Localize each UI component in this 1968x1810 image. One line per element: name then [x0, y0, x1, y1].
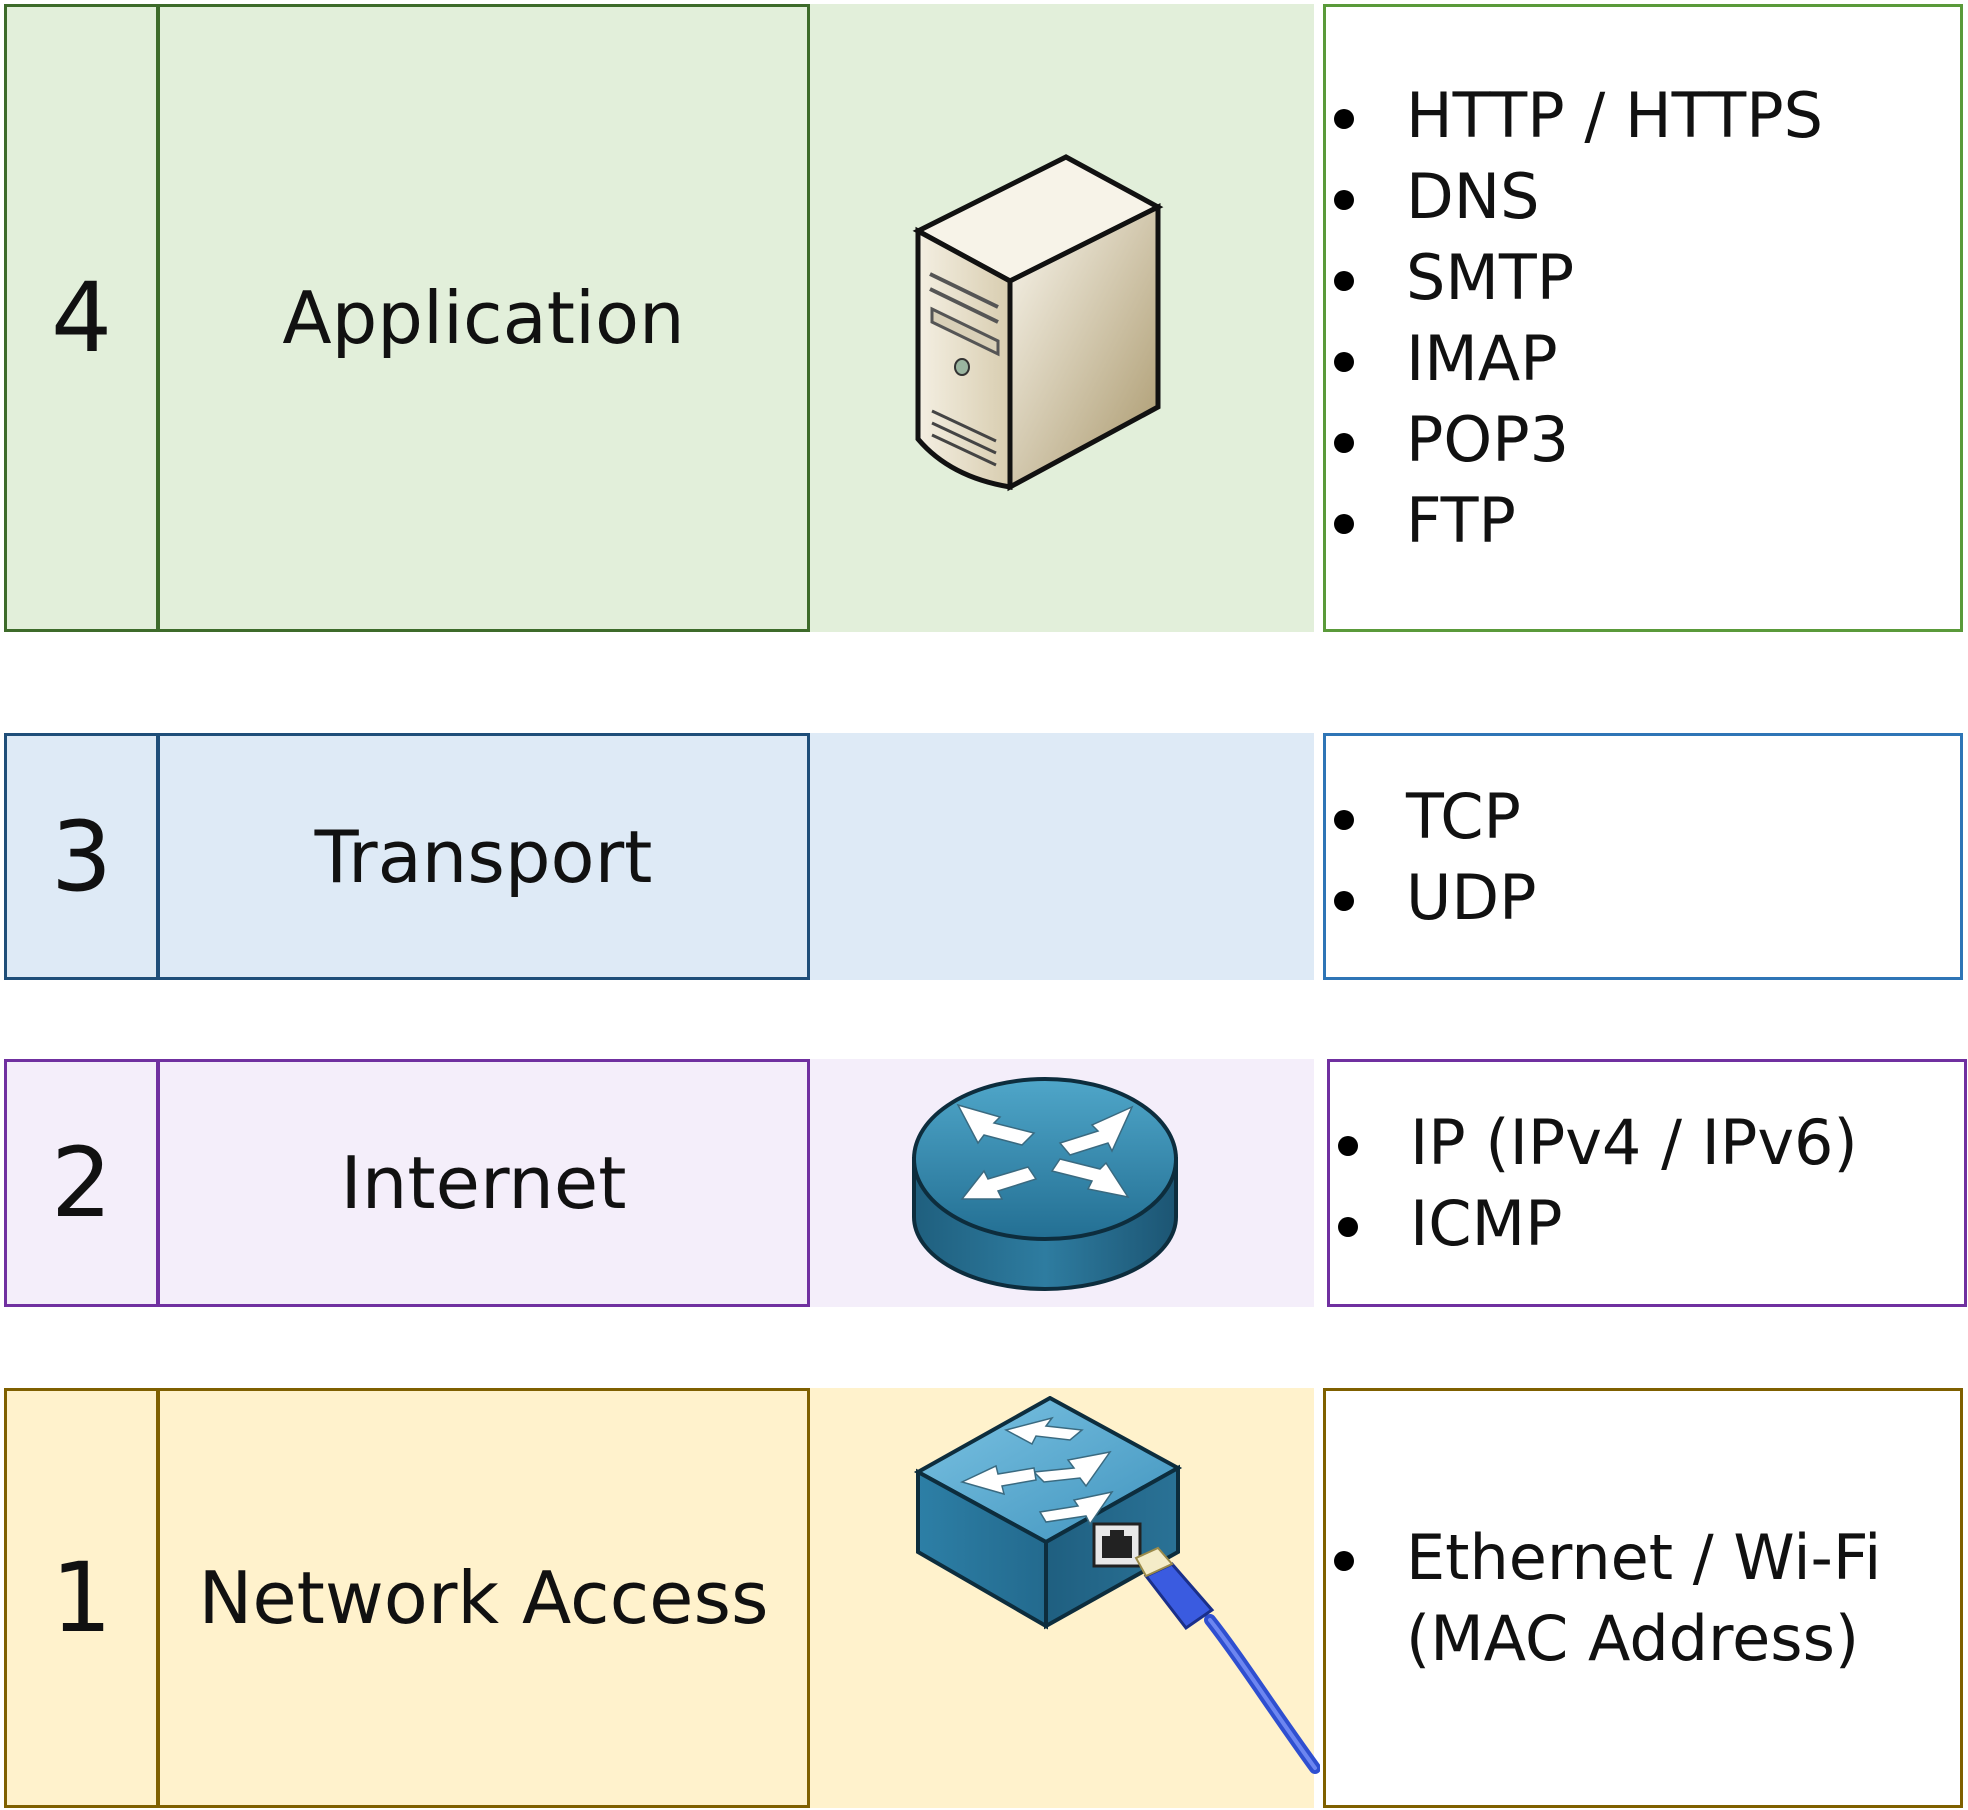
- protocol-item: IMAP: [1334, 318, 1823, 399]
- server-icon: [912, 154, 1164, 492]
- layer-internet: 2 Internet IP (IPv4 / IPv6) ICMP: [0, 1059, 1968, 1307]
- protocol-item: Ethernet / Wi-Fi (MAC Address): [1334, 1517, 1926, 1679]
- protocol-item: POP3: [1334, 399, 1823, 480]
- protocol-list: Ethernet / Wi-Fi (MAC Address): [1326, 1517, 1946, 1679]
- router-icon: [912, 1077, 1178, 1291]
- layer-name: Transport: [157, 733, 810, 980]
- layer-number: 1: [4, 1388, 159, 1808]
- layer-transport: 3 Transport TCP UDP: [0, 733, 1968, 980]
- protocol-item: TCP: [1334, 776, 1537, 857]
- protocol-item: FTP: [1334, 480, 1823, 561]
- layer-name: Internet: [157, 1059, 810, 1307]
- layer-number: 2: [4, 1059, 159, 1307]
- protocol-list: HTTP / HTTPS DNS SMTP IMAP POP3 FTP: [1326, 75, 1823, 561]
- protocol-item: SMTP: [1334, 237, 1823, 318]
- protocol-list: IP (IPv4 / IPv6) ICMP: [1330, 1102, 1858, 1264]
- layer-name: Application: [157, 4, 810, 632]
- layer-number: 3: [4, 733, 159, 980]
- protocol-box: Ethernet / Wi-Fi (MAC Address): [1323, 1388, 1963, 1808]
- protocol-item: DNS: [1334, 156, 1823, 237]
- layer-band: [4, 733, 1314, 980]
- layer-network-access: 1 Network Access: [0, 1388, 1968, 1808]
- layer-number: 4: [4, 4, 159, 632]
- protocol-list: TCP UDP: [1326, 776, 1537, 938]
- layer-name: Network Access: [157, 1388, 810, 1808]
- protocol-box: IP (IPv4 / IPv6) ICMP: [1327, 1059, 1967, 1307]
- protocol-item: HTTP / HTTPS: [1334, 75, 1823, 156]
- switch-icon: [913, 1396, 1320, 1774]
- layer-application: 4 Application HTTP / HTTPS DNS SMTP IMAP…: [0, 4, 1968, 632]
- protocol-item: ICMP: [1338, 1183, 1858, 1264]
- protocol-item: IP (IPv4 / IPv6): [1338, 1102, 1858, 1183]
- protocol-box: TCP UDP: [1323, 733, 1963, 980]
- protocol-box: HTTP / HTTPS DNS SMTP IMAP POP3 FTP: [1323, 4, 1963, 632]
- protocol-item: UDP: [1334, 857, 1537, 938]
